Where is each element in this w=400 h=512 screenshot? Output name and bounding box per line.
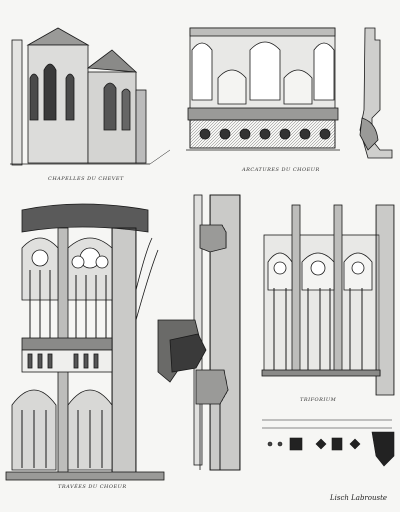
caption-chevet: Chapelles du Chevet bbox=[48, 176, 124, 182]
caption-arcades: Arcatures du Choeur bbox=[242, 167, 320, 173]
choir-arcades-drawing bbox=[186, 27, 340, 151]
triforium-drawing bbox=[261, 204, 395, 396]
caption-bays: Travées du Choeur bbox=[58, 484, 127, 490]
caption-triforium: Triforium bbox=[300, 397, 337, 403]
cornice-profile-drawing bbox=[359, 27, 393, 159]
base-details-drawing bbox=[262, 419, 395, 467]
pier-section-drawing bbox=[157, 194, 241, 471]
choir-bays-drawing bbox=[5, 203, 165, 481]
artist-signature: Lisch Labrouste bbox=[330, 494, 388, 502]
chevet-chapels-drawing bbox=[10, 27, 171, 166]
